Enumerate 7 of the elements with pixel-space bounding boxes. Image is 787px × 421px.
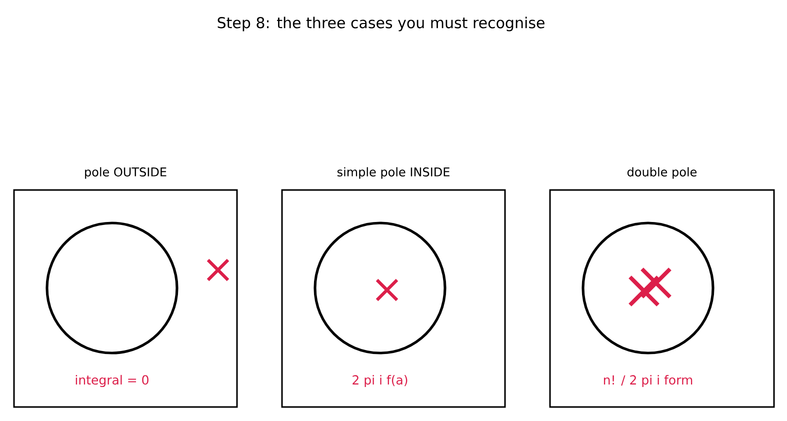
result-label: 2 pi i f(a) [352, 374, 408, 388]
panel-title: double pole [627, 167, 697, 179]
panel-title: pole OUTSIDE [85, 167, 166, 179]
title: Step 8: the three cases you must recognise [218, 16, 544, 32]
result-label: n! / 2 pi i form [604, 374, 692, 388]
result-label: integral = 0 [76, 374, 148, 388]
panel-title: simple pole INSIDE [337, 167, 450, 179]
